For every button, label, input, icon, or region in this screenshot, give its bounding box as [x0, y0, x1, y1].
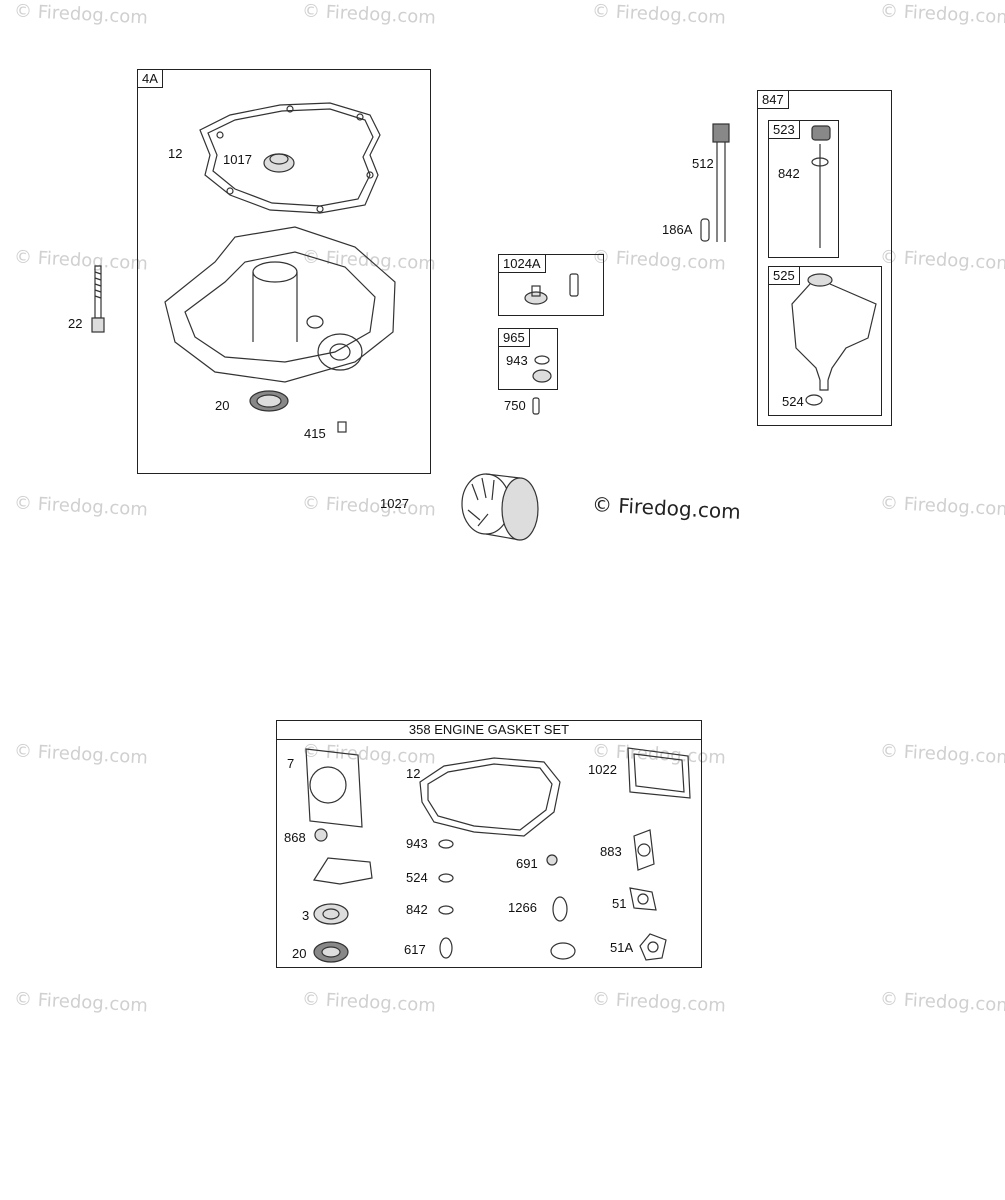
label-22: 22	[68, 316, 83, 331]
watermark: © Firedog.com	[879, 740, 1005, 769]
box-523-tag: 523	[769, 121, 800, 139]
gs-label-20: 20	[292, 946, 307, 961]
watermark: © Firedog.com	[879, 492, 1005, 521]
valve-cover-gasket-drawing	[627, 747, 691, 799]
label-943: 943	[506, 353, 528, 368]
watermark-center: © Firedog.com	[591, 492, 742, 524]
gasket-drawing	[313, 857, 373, 885]
box-4a-tag: 4A	[138, 70, 163, 88]
seal-868-drawing	[314, 828, 328, 842]
oil-fill-tube-drawing	[791, 273, 877, 406]
watermark: © Firedog.com	[13, 740, 149, 769]
dipstick-tube-drawing	[712, 123, 730, 242]
clip-drawing	[700, 218, 710, 242]
oil-filter-adapter-drawing	[263, 153, 295, 173]
gs-label-1022: 1022	[588, 762, 617, 777]
watermark: © Firedog.com	[591, 988, 727, 1017]
label-415: 415	[304, 426, 326, 441]
crankcase-cover-drawing	[164, 226, 396, 383]
watermark: © Firedog.com	[301, 492, 437, 521]
plug-drawing	[337, 421, 347, 433]
gasket-51a-drawing	[639, 933, 667, 961]
gs-label-943: 943	[406, 836, 428, 851]
o-ring-large-drawing	[550, 942, 576, 960]
gs-label-617: 617	[404, 942, 426, 957]
label-750: 750	[504, 398, 526, 413]
gs-label-1266: 1266	[508, 900, 537, 915]
bolt-drawing	[91, 265, 105, 333]
watermark: © Firedog.com	[879, 988, 1005, 1017]
watermark: © Firedog.com	[13, 246, 149, 275]
gs-label-842: 842	[406, 902, 428, 917]
box-965-tag: 965	[499, 329, 530, 347]
label-186a: 186A	[662, 222, 693, 237]
seal-20-drawing	[313, 941, 349, 963]
intake-gasket-drawing	[633, 829, 655, 871]
watermark: © Firedog.com	[879, 0, 1005, 29]
seal-691-drawing	[546, 854, 558, 866]
gs-label-51: 51	[612, 896, 627, 911]
oil-seal-drawing	[249, 390, 289, 412]
label-1017: 1017	[223, 152, 252, 167]
gs-label-524: 524	[406, 870, 428, 885]
gs-label-7: 7	[287, 756, 295, 771]
regulator-kit-drawing	[524, 273, 579, 305]
box-525: 525	[768, 266, 882, 416]
box-4a: 4A	[137, 69, 431, 474]
gs-label-691: 691	[516, 856, 538, 871]
gs-label-883: 883	[600, 844, 622, 859]
label-512: 512	[692, 156, 714, 171]
box-525-tag: 525	[769, 267, 800, 285]
watermark: © Firedog.com	[591, 0, 727, 29]
o-ring-1266-drawing	[552, 896, 568, 922]
engine-gasket-set-box: 358 ENGINE GASKET SET	[276, 720, 702, 968]
label-20: 20	[215, 398, 230, 413]
oil-filter-drawing	[461, 473, 539, 541]
watermark: © Firedog.com	[13, 0, 149, 29]
box-523: 523	[768, 120, 839, 258]
o-ring-drawing	[532, 355, 552, 383]
label-1027: 1027	[380, 496, 409, 511]
gasket-51-drawing	[629, 887, 657, 911]
label-524: 524	[782, 394, 804, 409]
valve-drawing	[532, 397, 540, 415]
box-965: 965	[498, 328, 558, 390]
box-847: 847	[757, 90, 892, 426]
watermark: © Firedog.com	[13, 988, 149, 1017]
oil-pan-gasket-drawing	[199, 102, 381, 214]
box-847-tag: 847	[758, 91, 789, 109]
watermark: © Firedog.com	[13, 492, 149, 521]
watermark: © Firedog.com	[301, 0, 437, 29]
gs-label-51a: 51A	[610, 940, 634, 955]
seal-3-drawing	[313, 903, 349, 925]
gs-label-12: 12	[406, 766, 421, 781]
label-842: 842	[778, 166, 800, 181]
watermark: © Firedog.com	[301, 988, 437, 1017]
watermark: © Firedog.com	[879, 246, 1005, 275]
gs-label-3: 3	[302, 908, 310, 923]
dipstick-drawing	[811, 125, 831, 248]
watermark: © Firedog.com	[591, 246, 727, 275]
box-1024a: 1024A	[498, 254, 604, 316]
cylinder-head-gasket-drawing	[305, 748, 363, 828]
gasket-set-title: 358 ENGINE GASKET SET	[277, 721, 701, 740]
o-rings-drawing	[438, 839, 454, 959]
gs-label-868: 868	[284, 830, 306, 845]
oil-pan-gasket-set-drawing	[419, 757, 561, 837]
label-12: 12	[168, 146, 183, 161]
box-1024a-tag: 1024A	[499, 255, 546, 273]
